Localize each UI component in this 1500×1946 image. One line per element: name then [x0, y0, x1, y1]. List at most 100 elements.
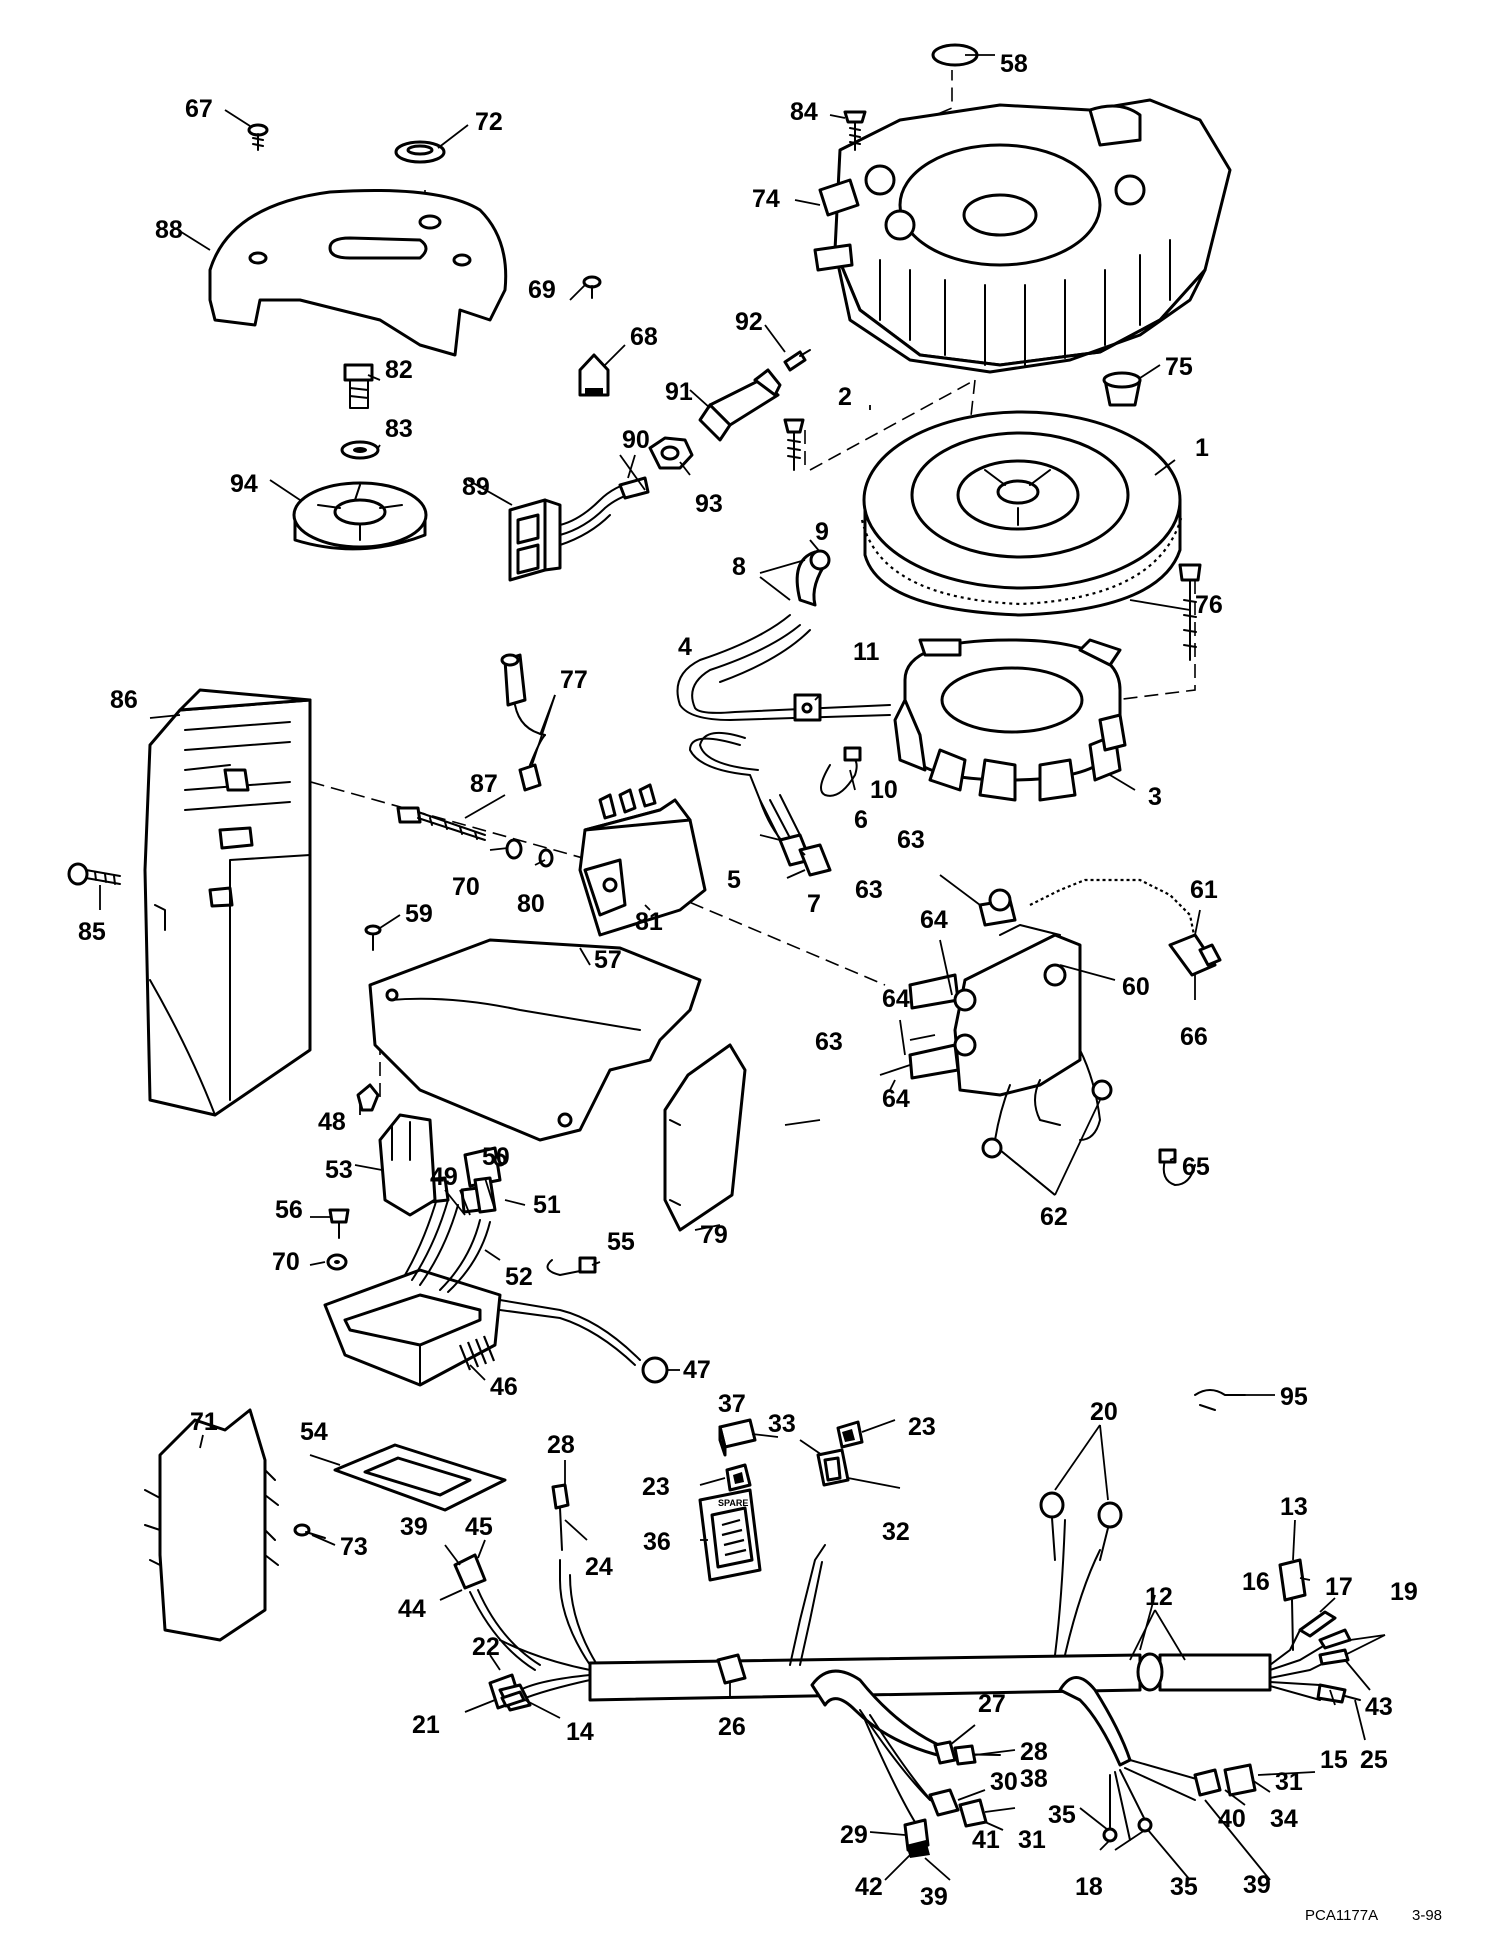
- callout-70-upper: 70: [452, 873, 480, 901]
- strap-10: [820, 746, 862, 797]
- figure-code: PCA1177A: [1305, 1907, 1378, 1924]
- callout-36: 36: [643, 1528, 671, 1556]
- callout-90: 90: [622, 426, 650, 454]
- callout-51: 51: [533, 1191, 561, 1219]
- flywheel-1: [860, 410, 1184, 617]
- callout-75: 75: [1165, 353, 1193, 381]
- callout-79: 79: [700, 1221, 728, 1249]
- callout-82: 82: [385, 356, 413, 384]
- callout-21: 21: [412, 1711, 440, 1739]
- callout-72: 72: [475, 108, 503, 136]
- callout-28-top: 28: [547, 1431, 575, 1459]
- terminal-92: [783, 349, 811, 372]
- bracket-86: [143, 688, 312, 1117]
- stator-3: [893, 638, 1127, 802]
- callout-labels: 1 2 3 4 5 6 7 8 9 10 11 12 13 14 15 16 1…: [78, 50, 1418, 1911]
- callout-47: 47: [683, 1356, 711, 1384]
- callout-28-right: 28: [1020, 1738, 1048, 1766]
- clip-48: [356, 1083, 380, 1112]
- callout-6: 6: [854, 806, 868, 834]
- callout-89: 89: [462, 473, 490, 501]
- callout-13: 13: [1280, 1493, 1308, 1521]
- callout-52: 52: [505, 1263, 533, 1291]
- callout-19: 19: [1390, 1578, 1418, 1606]
- callout-48: 48: [318, 1108, 346, 1136]
- regulator-leads-49: [404, 1146, 507, 1293]
- callout-77: 77: [560, 666, 588, 694]
- regulator-46: [323, 1268, 502, 1387]
- stator-leads-4: [676, 549, 891, 877]
- callout-88: 88: [155, 216, 183, 244]
- callout-76: 76: [1195, 591, 1223, 619]
- callout-45: 45: [465, 1513, 493, 1541]
- strap-55: [546, 1256, 597, 1276]
- washer-83: [340, 440, 380, 460]
- screw-84: [843, 110, 867, 151]
- harness-branches: [810, 1669, 1201, 1841]
- callout-63-top: 63: [897, 826, 925, 854]
- callout-1: 1: [1195, 434, 1209, 462]
- callout-8: 8: [732, 553, 746, 581]
- cap-68: [578, 353, 610, 397]
- callout-23-top: 23: [908, 1413, 936, 1441]
- hub-94: [292, 481, 428, 551]
- callout-39-left: 39: [400, 1513, 428, 1541]
- callout-5: 5: [727, 866, 741, 894]
- callout-80: 80: [517, 890, 545, 918]
- screw-82: [343, 363, 374, 409]
- callout-91: 91: [665, 378, 693, 406]
- callout-95: 95: [1280, 1383, 1308, 1411]
- callout-74: 74: [752, 185, 780, 213]
- fuse-holder-36: SPARE: [698, 1488, 762, 1582]
- leader-lines: [99, 54, 1386, 1881]
- callout-35-bottom: 35: [1170, 1873, 1198, 1901]
- callout-46: 46: [490, 1373, 518, 1401]
- callout-57: 57: [594, 946, 622, 974]
- harness-connectors: [453, 1389, 1361, 1858]
- callout-66: 66: [1180, 1023, 1208, 1051]
- screw-85: [67, 862, 121, 886]
- screw-73: [293, 1523, 326, 1539]
- callout-69: 69: [528, 276, 556, 304]
- callout-41: 41: [972, 1826, 1000, 1854]
- callout-38: 38: [1020, 1765, 1048, 1793]
- flywheel-screw-2: [783, 418, 805, 471]
- cover-57: [368, 938, 702, 1142]
- screw-69: [582, 275, 602, 299]
- nut-93: [648, 436, 694, 470]
- bolt-87: [396, 806, 486, 841]
- callout-70-lower: 70: [272, 1248, 300, 1276]
- callout-17: 17: [1325, 1573, 1353, 1601]
- callout-87: 87: [470, 770, 498, 798]
- callout-39-bottom: 39: [920, 1883, 948, 1911]
- callout-31-left: 31: [1018, 1826, 1046, 1854]
- date-code: 3-98: [1412, 1907, 1442, 1924]
- figure-footer: PCA1177A 3-98: [1305, 1907, 1442, 1924]
- spare-label: SPARE: [718, 1498, 748, 1508]
- callout-94: 94: [230, 470, 258, 498]
- grommet-72: [394, 140, 446, 164]
- callout-86: 86: [110, 686, 138, 714]
- washer-70-upper: [505, 838, 523, 860]
- callout-33: 33: [768, 1410, 796, 1438]
- callout-40: 40: [1218, 1805, 1246, 1833]
- callout-2: 2: [838, 383, 852, 411]
- callout-4: 4: [678, 633, 692, 661]
- callout-84: 84: [790, 98, 818, 126]
- callout-68: 68: [630, 323, 658, 351]
- washer-75: [1102, 371, 1142, 407]
- callout-60: 60: [1122, 973, 1150, 1001]
- callout-93: 93: [695, 490, 723, 518]
- callout-49: 49: [430, 1163, 458, 1191]
- callout-32: 32: [882, 1518, 910, 1546]
- callout-10: 10: [870, 776, 898, 804]
- callout-58: 58: [1000, 50, 1028, 78]
- fuse-23-right: [836, 1420, 864, 1449]
- ignition-coil-81: [578, 783, 707, 937]
- flywheel-cover-74: [813, 43, 1232, 374]
- bolt-76: [1178, 563, 1202, 661]
- callout-27: 27: [978, 1690, 1006, 1718]
- shield-71: [144, 1408, 279, 1642]
- callout-44: 44: [398, 1595, 426, 1623]
- screw-59: [364, 924, 382, 951]
